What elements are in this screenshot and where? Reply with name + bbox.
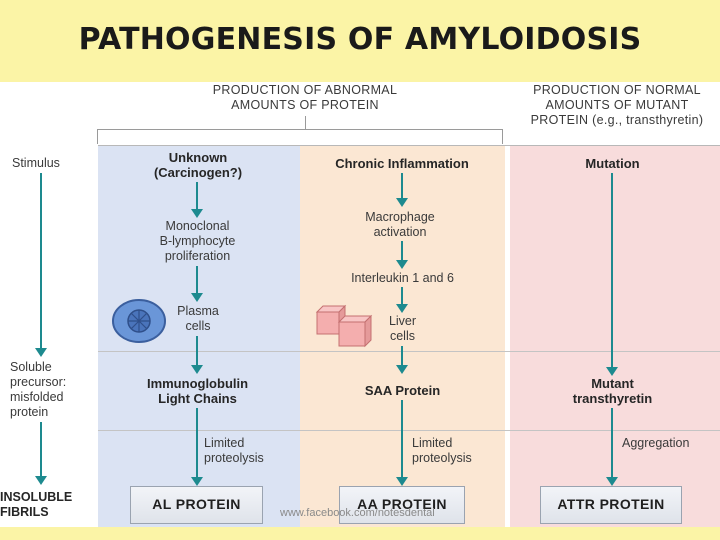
aa-cause: Chronic Inflammation [335, 156, 469, 171]
aa-arrow-3 [396, 287, 408, 313]
liver-cells-icon [315, 304, 373, 348]
al-step-plasma: Plasma cells [177, 304, 219, 333]
aa-arrow-5 [396, 400, 408, 486]
header-mutant-production: PRODUCTION OF NORMAL AMOUNTS OF MUTANT P… [530, 83, 704, 127]
header-abnormal-production: PRODUCTION OF ABNORMAL AMOUNTS OF PROTEI… [212, 83, 398, 112]
al-process: Limited proteolysis [204, 436, 264, 465]
plasma-cell-icon [112, 299, 166, 343]
soluble-precursor-label: Soluble precursor: misfolded protein [10, 360, 67, 419]
bracket-right-tick [502, 129, 503, 144]
row-divider-middle [98, 351, 720, 352]
aa-arrow-2 [396, 241, 408, 269]
al-step-lymphocyte: Monoclonal B-lymphocyte proliferation [159, 219, 236, 263]
al-protein-box: AL PROTEIN [130, 486, 263, 524]
al-cause: Unknown (Carcinogen?) [153, 150, 243, 180]
title-band [0, 0, 720, 82]
al-arrow-2 [191, 266, 203, 302]
watermark: www.facebook.com/notesdental [280, 507, 435, 519]
attr-arrow-1 [606, 173, 618, 376]
attr-precursor: Mutant transthyretin [572, 376, 653, 406]
al-arrow-1 [191, 182, 203, 218]
page-title: PATHOGENESIS OF AMYLOIDOSIS [78, 22, 642, 57]
precursor-arrow [35, 422, 47, 485]
stimulus-label: Stimulus [12, 156, 60, 170]
attr-process: Aggregation [622, 436, 690, 450]
attr-protein-box: ATTR PROTEIN [540, 486, 682, 524]
aa-step-interleukin: Interleukin 1 and 6 [351, 271, 454, 285]
aa-arrow-4 [396, 346, 408, 374]
row-divider-lower [98, 430, 720, 431]
aa-precursor: SAA Protein [364, 383, 441, 398]
stimulus-arrow [35, 173, 47, 357]
attr-column-background [510, 145, 720, 527]
bracket-stem [305, 116, 306, 129]
aa-process: Limited proteolysis [412, 436, 472, 465]
attr-cause: Mutation [585, 156, 640, 171]
al-arrow-3 [191, 336, 203, 374]
aa-arrow-1 [396, 173, 408, 207]
attr-arrow-2 [606, 408, 618, 486]
al-arrow-4 [191, 408, 203, 486]
row-divider-top [98, 145, 720, 146]
bottom-band [0, 527, 720, 540]
aa-step-liver: Liver cells [388, 314, 417, 343]
insoluble-fibrils-label: INSOLUBLE FIBRILS [0, 490, 73, 519]
bracket-horizontal [97, 129, 503, 130]
al-precursor: Immunoglobulin Light Chains [146, 376, 249, 406]
bracket-left-tick [97, 129, 98, 144]
aa-step-macrophage: Macrophage activation [365, 210, 435, 239]
aa-protein-box: AA PROTEIN [339, 486, 465, 524]
